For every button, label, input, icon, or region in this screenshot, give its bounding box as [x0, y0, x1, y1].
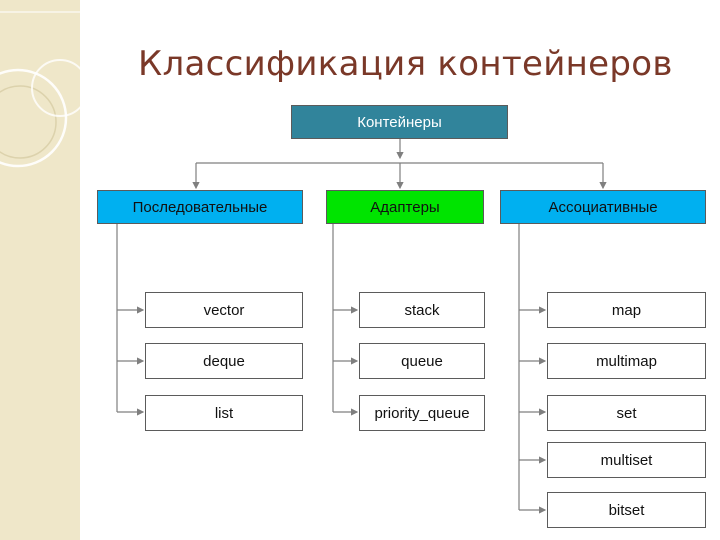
- category-adapters: Адаптеры: [326, 190, 484, 224]
- node-stack: stack: [359, 292, 485, 328]
- node-deque: deque: [145, 343, 303, 379]
- decorative-circles: [0, 11, 80, 168]
- decorative-side-strip: [0, 0, 80, 540]
- node-queue: queue: [359, 343, 485, 379]
- node-list: list: [145, 395, 303, 431]
- node-map: map: [547, 292, 706, 328]
- node-set: set: [547, 395, 706, 431]
- root-node-containers: Контейнеры: [291, 105, 508, 139]
- node-multimap: multimap: [547, 343, 706, 379]
- node-vector: vector: [145, 292, 303, 328]
- node-bitset: bitset: [547, 492, 706, 528]
- node-multiset: multiset: [547, 442, 706, 478]
- category-associative: Ассоциативные: [500, 190, 706, 224]
- node-priority-queue: priority_queue: [359, 395, 485, 431]
- page-title: Классификация контейнеров: [138, 44, 673, 84]
- category-sequential: Последовательные: [97, 190, 303, 224]
